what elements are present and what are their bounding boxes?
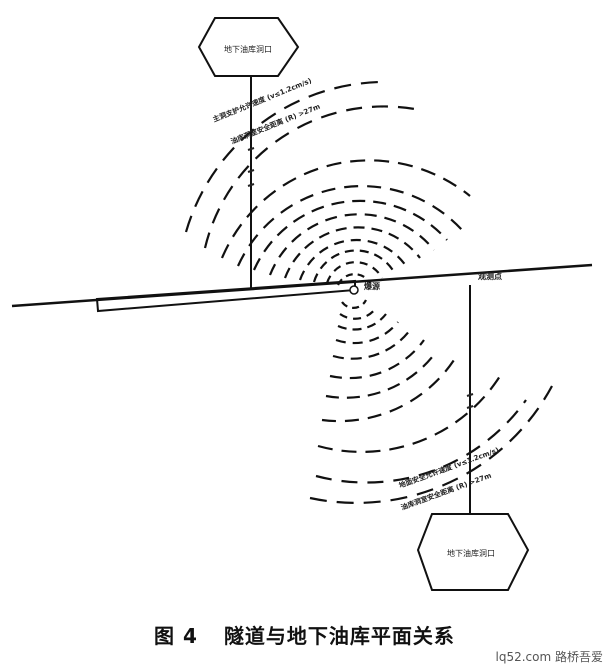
- blast-point: [349, 285, 359, 295]
- watermark: lq52.com 路桥吾爱: [495, 650, 603, 664]
- lower-wave-arcs: [309, 299, 553, 505]
- upper-depot-label: 地下油库洞口: [224, 44, 272, 54]
- lower-depot-box: [416, 513, 530, 591]
- upper-depot-box: [197, 17, 300, 77]
- lower-depot-label: 地下油库洞口: [447, 548, 495, 558]
- upper-wave-arcs: [184, 80, 471, 286]
- upper-line-ticks: [247, 147, 255, 187]
- lower-line-ticks: [466, 393, 474, 409]
- figure-caption: 图 4 隧道与地下油库平面关系: [0, 620, 609, 649]
- figure-title: 隧道与地下油库平面关系: [223, 624, 455, 648]
- blast-point-label: 爆源: [364, 281, 380, 291]
- observation-point-label: 观测点: [478, 271, 502, 281]
- figure-number: 图 4: [154, 624, 198, 648]
